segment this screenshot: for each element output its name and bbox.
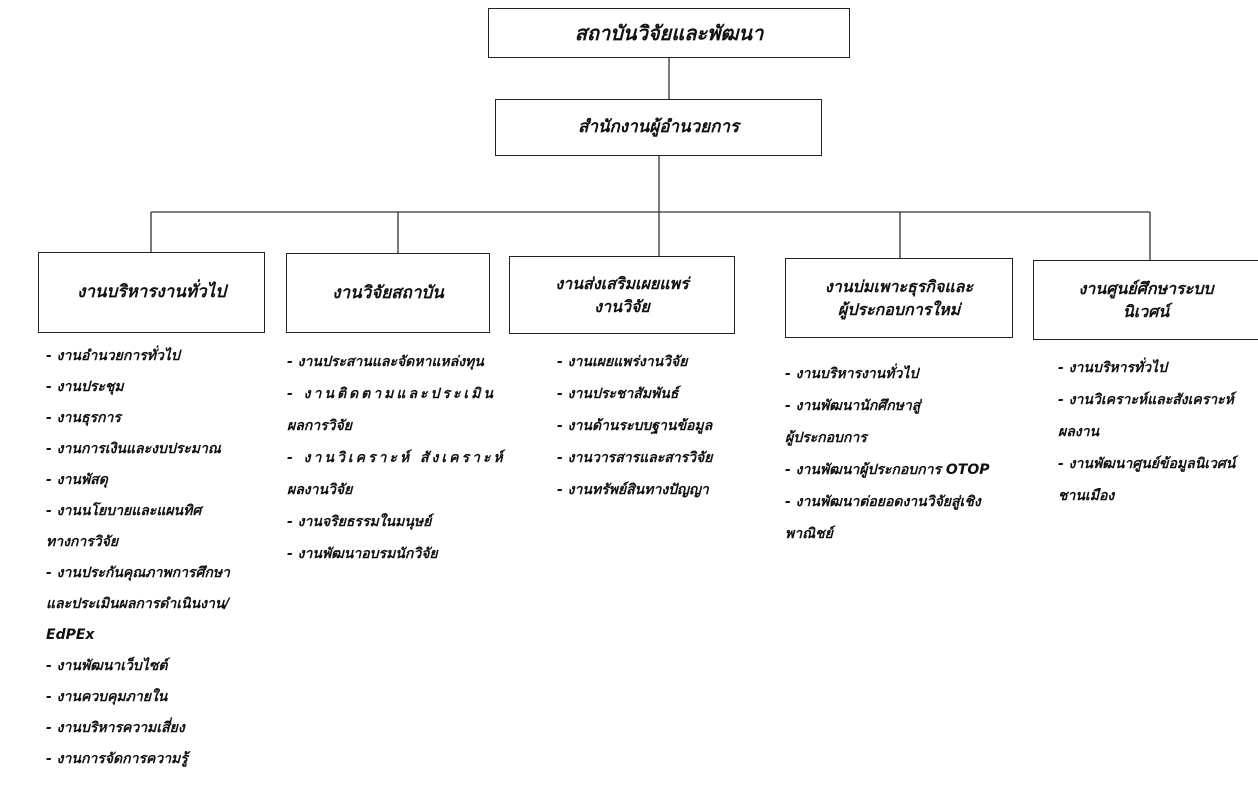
list-item: - งานจริยธรรมในมนุษย์ — [287, 514, 432, 530]
list-item: - งานวิเคราะห์ สังเคราะห์ ผลงานวิจัย — [287, 450, 506, 498]
list-item: - งานพัฒนาศูนย์ข้อมูลนิเวศน์ ชานเมือง — [1058, 456, 1236, 504]
list-item: - งานทรัพย์สินทางปัญญา — [557, 482, 709, 498]
list-item: - งานการจัดการความรู้ — [46, 751, 188, 767]
list-item: - งานประชุม — [46, 379, 124, 395]
list-item: - งานพัฒนาอบรมนักวิจัย — [287, 546, 438, 562]
division-2-title: งานวิจัยสถาบัน — [332, 282, 444, 303]
division-3-title-line-1: งานส่งเสริมเผยแพร่ — [555, 273, 689, 293]
list-item: - งานเผยแพร่งานวิจัย — [557, 354, 688, 370]
division-3-title-line-2: งานวิจัย — [594, 297, 650, 316]
division-5-title-line-2: นิเวศน์ — [1122, 302, 1170, 321]
division-3-task-list: - งานเผยแพร่งานวิจัย - งานประชาสัมพันธ์ … — [557, 346, 767, 506]
list-item: - งานพัฒนาต่อยอดงานวิจัยสู่เชิง พาณิชย์ — [785, 494, 981, 542]
division-3-box: งานส่งเสริมเผยแพร่ งานวิจัย — [509, 256, 735, 334]
root-title: สถาบันวิจัยและพัฒนา — [574, 20, 764, 45]
office-box: สำนักงานผู้อำนวยการ — [495, 99, 822, 156]
division-2-task-list: - งานประสานและจัดหาแหล่งทุน - งานติดตามแ… — [287, 346, 519, 570]
division-2-box: งานวิจัยสถาบัน — [286, 253, 490, 333]
division-1-task-list: - งานอำนวยการทั่วไป - งานประชุม - งานธุร… — [46, 341, 278, 775]
list-item: - งานพัฒนาเว็บไซต์ — [46, 658, 168, 674]
list-item: - งานบริหารทั่วไป — [1058, 360, 1167, 376]
list-item: - งานวิเคราะห์และสังเคราะห์ ผลงาน — [1058, 392, 1234, 440]
division-1-title: งานบริหารงานทั่วไป — [77, 282, 226, 303]
list-item: - งานธุรการ — [46, 410, 121, 426]
list-item: - งานควบคุมภายใน — [46, 689, 168, 705]
division-5-box: งานศูนย์ศึกษาระบบ นิเวศน์ — [1033, 260, 1258, 340]
list-item: - งานวารสารและสารวิจัย — [557, 450, 713, 466]
office-title: สำนักงานผู้อำนวยการ — [577, 117, 740, 138]
division-4-title-line-2: ผู้ประกอบการใหม่ — [837, 300, 961, 319]
division-4-box: งานบ่มเพาะธุรกิจและ ผู้ประกอบการใหม่ — [785, 258, 1013, 338]
division-1-box: งานบริหารงานทั่วไป — [38, 252, 265, 333]
list-item: - งานด้านระบบฐานข้อมูล — [557, 418, 713, 434]
list-item: - งานติดตามและประเมิน ผลการวิจัย — [287, 386, 496, 434]
list-item: - งานการเงินและงบประมาณ — [46, 441, 221, 457]
list-item: - งานประกันคุณภาพการศึกษา และประเมินผลกา… — [46, 565, 230, 643]
list-item: - งานบริหารงานทั่วไป — [785, 366, 919, 382]
list-item: - งานประชาสัมพันธ์ — [557, 386, 679, 402]
division-4-task-list: - งานบริหารงานทั่วไป - งานพัฒนานักศึกษาส… — [785, 358, 1025, 550]
list-item: - งานบริหารความเสี่ยง — [46, 720, 185, 736]
list-item: - งานพัฒนาผู้ประกอบการ OTOP — [785, 462, 990, 478]
division-5-title-line-1: งานศูนย์ศึกษาระบบ — [1078, 278, 1214, 298]
list-item: - งานประสานและจัดหาแหล่งทุน — [287, 354, 484, 370]
division-4-title-line-1: งานบ่มเพาะธุรกิจและ — [824, 276, 974, 296]
list-item: - งานพัสดุ — [46, 472, 108, 488]
root-box: สถาบันวิจัยและพัฒนา — [488, 8, 850, 58]
list-item: - งานอำนวยการทั่วไป — [46, 348, 180, 364]
list-item: - งานพัฒนานักศึกษาสู่ ผู้ประกอบการ — [785, 398, 921, 446]
division-5-task-list: - งานบริหารทั่วไป - งานวิเคราะห์และสังเค… — [1058, 352, 1256, 512]
list-item: - งานนโยบายและแผนทิศ ทางการวิจัย — [46, 503, 202, 550]
